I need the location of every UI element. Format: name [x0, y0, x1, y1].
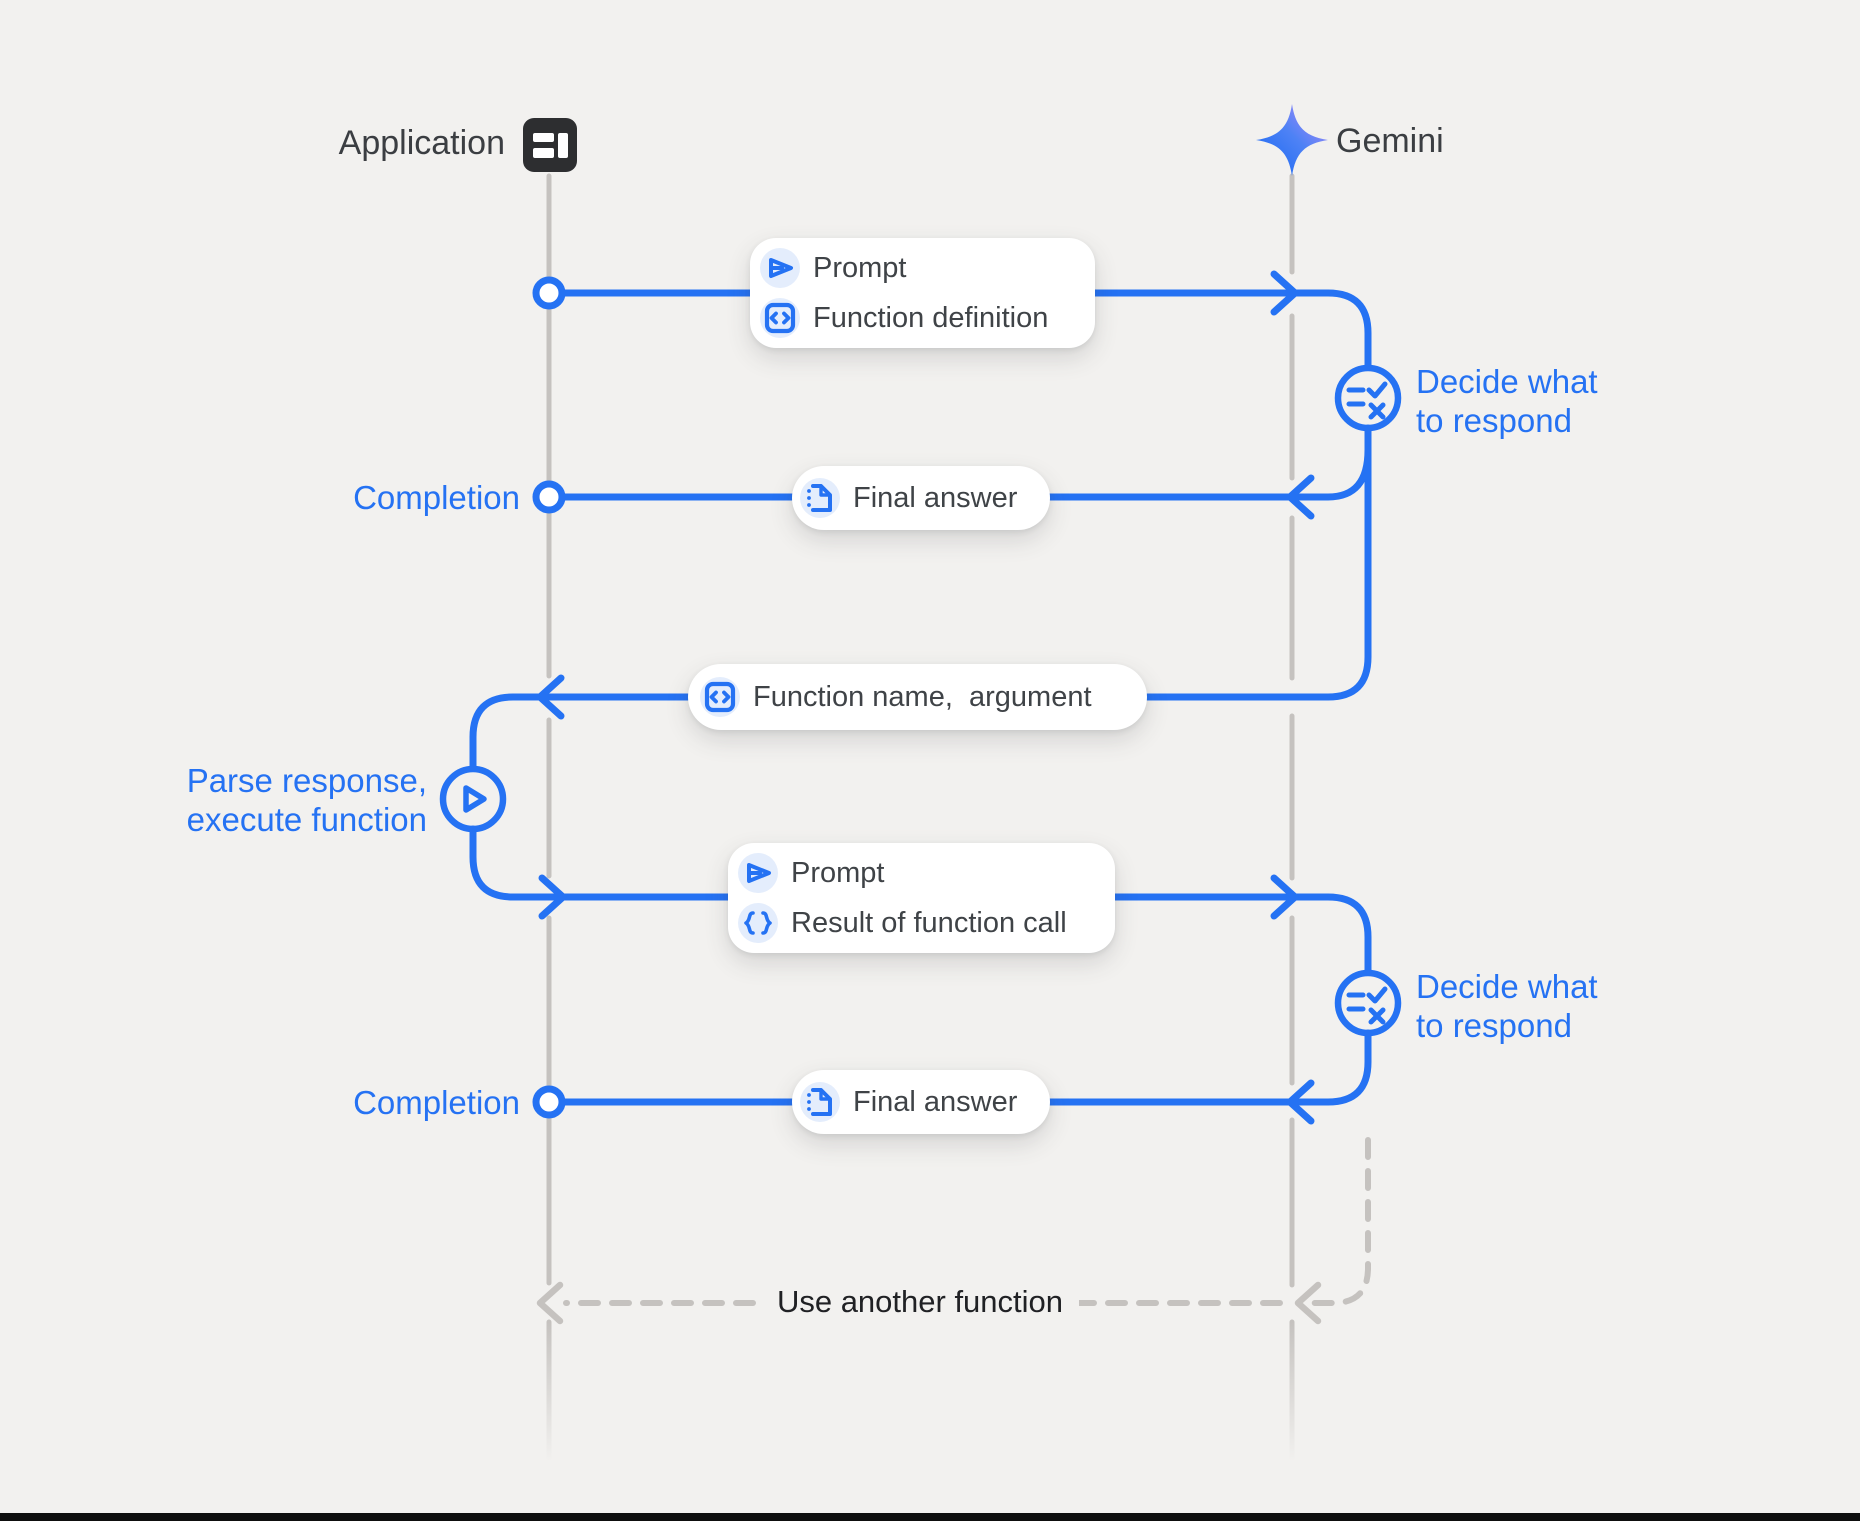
- message-prompt-function-definition: Prompt Function definition: [750, 238, 1095, 348]
- arrowhead-right-gemini-2: [1270, 874, 1299, 920]
- decide-label-line: Decide what: [1416, 968, 1598, 1005]
- parse-execute-node: [439, 765, 507, 833]
- bottom-border-bar: [0, 1513, 1860, 1521]
- completion-dot-2: [532, 1085, 566, 1119]
- parse-label-line: execute function: [186, 801, 427, 838]
- parse-label-line: Parse response,: [186, 762, 427, 799]
- completion-dot-1: [532, 480, 566, 514]
- completion-label-1: Completion: [353, 479, 520, 516]
- origin-dot-prompt-1: [532, 276, 566, 310]
- arrowhead-right-application: [538, 874, 567, 920]
- message-row: Final answer: [800, 478, 1017, 518]
- message-row: Function name, argument: [700, 677, 1092, 717]
- message-final-answer-1: Final answer: [792, 466, 1050, 530]
- message-label: Function definition: [813, 301, 1049, 334]
- message-label: Final answer: [853, 1085, 1018, 1118]
- message-final-answer-2: Final answer: [792, 1070, 1050, 1134]
- message-label: Final answer: [853, 481, 1018, 514]
- application-actor-label: Application: [338, 124, 505, 162]
- message-row: Prompt: [738, 853, 1091, 893]
- message-row: Prompt: [760, 248, 1071, 288]
- flow-prompt-1: [532, 270, 1372, 372]
- play-icon: [463, 785, 487, 813]
- arrowhead-left-application: [536, 674, 565, 720]
- flow-final-2: [532, 1029, 1372, 1125]
- message-function-name-argument: Function name, argument: [688, 664, 1147, 730]
- decide-label-line: to respond: [1416, 402, 1572, 439]
- message-row: Result of function call: [738, 903, 1091, 943]
- message-label: Prompt: [791, 856, 885, 889]
- decide-node-2: [1334, 969, 1402, 1037]
- checklist-icon: [1346, 986, 1388, 1025]
- gemini-sparkle-icon: [1256, 104, 1328, 176]
- arrowhead-right-gemini-1: [1270, 270, 1299, 316]
- gemini-actor-label: Gemini: [1336, 122, 1444, 160]
- code-brackets-icon: [760, 298, 800, 338]
- message-row: Final answer: [800, 1082, 1017, 1122]
- decide-label-line: Decide what: [1416, 363, 1598, 400]
- message-label: Prompt: [813, 251, 907, 284]
- arrowhead-left-gray-application: [536, 1281, 564, 1325]
- use-another-function-label: Use another function: [760, 1284, 1080, 1320]
- message-prompt-result: Prompt Result of function call: [728, 843, 1115, 953]
- arrowhead-left-gemini-2: [1286, 1079, 1315, 1125]
- parse-execute-label: Parse response, execute function: [130, 761, 427, 839]
- decide-node-1: [1334, 364, 1402, 432]
- decide-label-1: Decide what to respond: [1416, 362, 1598, 440]
- code-brackets-icon: [700, 677, 740, 717]
- decide-label-2: Decide what to respond: [1416, 967, 1598, 1045]
- send-icon: [738, 853, 778, 893]
- app-window-icon: [523, 118, 577, 172]
- document-icon: [800, 1082, 840, 1122]
- arrowhead-left-gray-gemini: [1294, 1281, 1322, 1325]
- use-another-function-label-wrap: Use another function: [720, 1284, 1120, 1320]
- message-label: Function name, argument: [753, 680, 1092, 713]
- curly-braces-icon: [738, 903, 778, 943]
- send-icon: [760, 248, 800, 288]
- completion-label-2: Completion: [353, 1084, 520, 1121]
- checklist-icon: [1346, 381, 1388, 420]
- arrowhead-left-gemini-1: [1286, 474, 1315, 520]
- message-row: Function definition: [760, 298, 1071, 338]
- message-label: Result of function call: [791, 906, 1067, 939]
- document-icon: [800, 478, 840, 518]
- decide-label-line: to respond: [1416, 1007, 1572, 1044]
